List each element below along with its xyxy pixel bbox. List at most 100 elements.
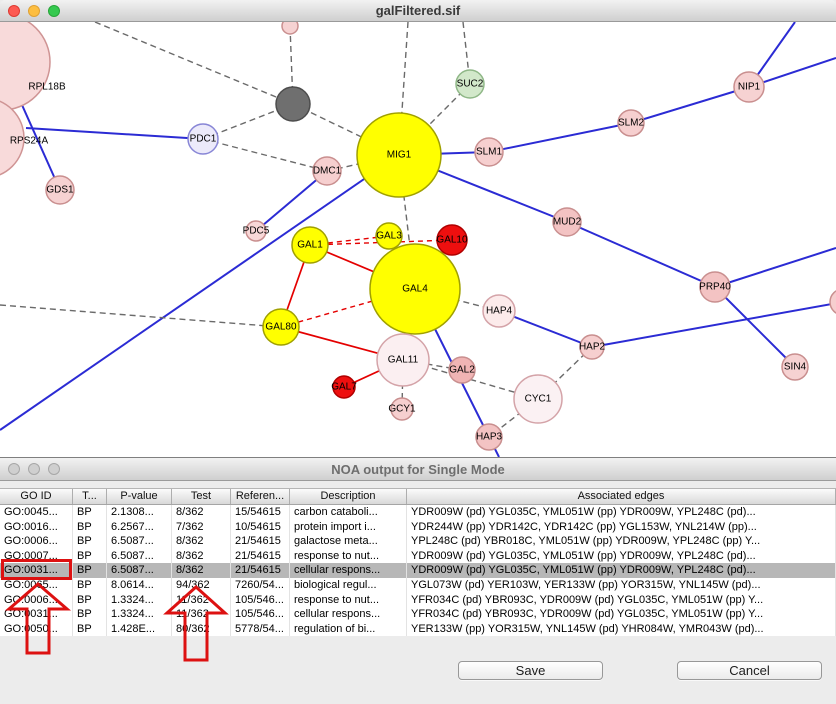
close-button[interactable] [8, 463, 20, 475]
column-header-6[interactable]: Associated edges [407, 489, 836, 504]
node-label: GAL10 [436, 235, 468, 246]
node-dmc1[interactable] [312, 156, 342, 186]
noa-window-title: NOA output for Single Mode [331, 461, 505, 477]
node-gal1[interactable] [291, 226, 329, 264]
table-cell: BP [73, 505, 107, 520]
table-cell: 1.428E... [107, 621, 172, 637]
graph-window-titlebar[interactable]: galFiltered.sif [0, 0, 836, 22]
cancel-button[interactable]: Cancel [677, 661, 822, 680]
table-cell: 5778/54... [231, 621, 290, 637]
table-cell: 6.5087... [107, 534, 172, 549]
column-header-2[interactable]: P-value [107, 489, 172, 504]
table-cell: 6.5087... [107, 563, 172, 578]
node-slm1[interactable] [474, 137, 504, 167]
table-cell: GO:0007... [0, 548, 73, 564]
node-pdc1[interactable] [187, 123, 219, 155]
node-label: RPL18B [28, 82, 66, 93]
node-gal7[interactable] [332, 375, 356, 399]
edge-blue [25, 127, 204, 140]
node-hap3[interactable] [475, 423, 503, 451]
table-cell: YDR244W (pp) YDR142C, YDR142C (pp) YGL15… [407, 519, 836, 535]
column-header-0[interactable]: GO ID [0, 489, 73, 504]
save-button[interactable]: Save [458, 661, 603, 680]
node-gcy1[interactable] [390, 397, 414, 421]
node-suc2[interactable] [455, 69, 485, 99]
node-rpl18b[interactable] [0, 22, 51, 111]
table-cell: BP [73, 577, 107, 593]
node-label: PRP40 [699, 282, 731, 293]
edge-red-dashed [309, 239, 453, 246]
node-gal11[interactable] [376, 333, 430, 387]
node-rightpartial[interactable] [829, 289, 836, 315]
table-cell: YDR009W (pd) YGL035C, YML051W (pp) YDR00… [407, 563, 836, 578]
node-slm2[interactable] [617, 109, 645, 137]
table-cell: GO:0006... [0, 592, 73, 608]
table-cell: 21/54615 [231, 563, 290, 578]
edge-blue [488, 122, 632, 153]
edge-blue [0, 154, 400, 431]
network-canvas[interactable]: RPL18BRPS24AGDS1PDC1DMC1MIG1SUC2SLM1SLM2… [0, 22, 836, 457]
node-topsmall[interactable] [281, 22, 299, 35]
column-header-4[interactable]: Referen... [231, 489, 290, 504]
node-gal80[interactable] [262, 308, 300, 346]
column-header-3[interactable]: Test [172, 489, 231, 504]
node-gal10[interactable] [436, 224, 468, 256]
noa-window-titlebar[interactable]: NOA output for Single Mode [0, 458, 836, 481]
minimize-button[interactable] [28, 4, 40, 17]
node-rps24a[interactable] [0, 98, 25, 178]
zoom-button[interactable] [48, 4, 60, 17]
node-mig1[interactable] [356, 112, 442, 198]
graph-window-title: galFiltered.sif [375, 3, 461, 18]
close-button[interactable] [8, 4, 20, 17]
node-label: GAL3 [376, 231, 402, 242]
node-prp40[interactable] [699, 271, 731, 303]
table-cell: regulation of bi... [290, 621, 407, 637]
table-cell: YDR009W (pd) YGL035C, YML051W (pp) YDR00… [407, 505, 836, 520]
table-cell: YGL073W (pd) YER103W, YER133W (pp) YOR31… [407, 577, 836, 593]
node-label: DMC1 [313, 166, 342, 177]
node-sin4[interactable] [781, 353, 809, 381]
node-gal2[interactable] [448, 356, 476, 384]
zoom-button[interactable] [48, 463, 60, 475]
node-hap2[interactable] [579, 334, 605, 360]
node-label: GAL4 [402, 284, 428, 295]
table-cell: BP [73, 534, 107, 549]
table-cell: 6.5087... [107, 548, 172, 564]
table-cell: 1.3324... [107, 592, 172, 608]
table-cell: YER133W (pp) YOR315W, YNL145W (pd) YHR08… [407, 621, 836, 637]
node-gal4[interactable] [369, 243, 461, 335]
table-cell: 21/54615 [231, 534, 290, 549]
table-cell: 11/362 [172, 607, 231, 622]
column-header-1[interactable]: T... [73, 489, 107, 504]
table-cell: GO:0016... [0, 519, 73, 535]
node-pdc5[interactable] [245, 220, 267, 242]
node-gal3[interactable] [375, 222, 403, 250]
minimize-button[interactable] [28, 463, 40, 475]
node-hap4[interactable] [482, 294, 516, 328]
table-cell: 94/362 [172, 577, 231, 593]
table-cell: 8/362 [172, 563, 231, 578]
node-cyc1[interactable] [513, 374, 563, 424]
node-gds1[interactable] [45, 175, 75, 205]
node-mud2[interactable] [552, 207, 582, 237]
node-label: SIN4 [784, 362, 807, 373]
column-header-5[interactable]: Description [290, 489, 407, 504]
node-nip1[interactable] [733, 71, 765, 103]
table-cell: BP [73, 621, 107, 637]
node-label: GAL2 [449, 365, 475, 376]
edge-blue [591, 302, 836, 348]
node-graynode[interactable] [275, 86, 311, 122]
